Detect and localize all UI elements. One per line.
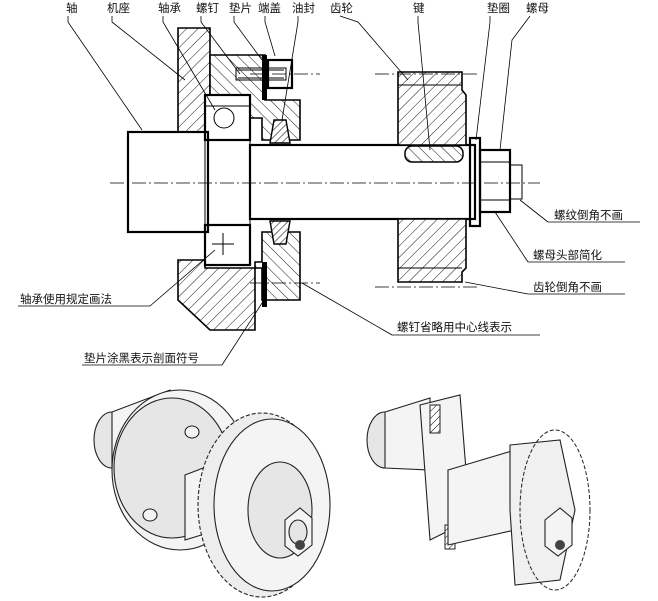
label-oil-seal: 油封 [292, 1, 315, 15]
nut [478, 148, 512, 214]
annotations: 螺纹倒角不画 螺母头部简化 齿轮倒角不画 轴承使用规定画法 螺钉省略用中心线表示… [18, 199, 640, 366]
annotation-gear-chamfer: 齿轮倒角不画 [533, 280, 602, 294]
annotation-screw-centerline: 螺钉省略用中心线表示 [397, 320, 512, 334]
label-key: 键 [413, 1, 425, 15]
label-gasket: 垫片 [229, 1, 252, 15]
annotation-bearing-rule: 轴承使用规定画法 [20, 292, 112, 306]
bearing-upper [203, 93, 252, 142]
section-view [110, 27, 540, 331]
label-screw: 螺钉 [196, 1, 219, 15]
label-housing: 机座 [107, 1, 130, 15]
key [404, 145, 464, 163]
annotation-gasket-black: 垫片涂黑表示剖面符号 [84, 351, 199, 365]
annotation-nut-head: 螺母头部简化 [533, 248, 602, 262]
label-nut: 螺母 [526, 1, 549, 15]
isometric-cutaway-view [366, 394, 591, 591]
gear-3d-right-cut [509, 429, 591, 591]
label-end-cover: 端盖 [258, 1, 281, 15]
oil-seal-lower [269, 220, 291, 245]
gear-3d-left [197, 412, 331, 598]
gasket-lower [262, 262, 267, 307]
shaft-body [126, 130, 210, 234]
bearing-lower [203, 139, 252, 267]
label-gear: 齿轮 [330, 1, 353, 15]
gasket-upper [262, 55, 267, 100]
housing-lower [177, 259, 256, 331]
annotation-thread-chamfer: 螺纹倒角不画 [554, 208, 623, 222]
gear-section-upper [397, 71, 467, 146]
label-washer: 垫圈 [487, 1, 510, 15]
isometric-assembly-view [93, 389, 331, 598]
top-labels: 轴 机座 轴承 螺钉 垫片 端盖 油封 齿轮 键 垫圈 螺母 [66, 1, 549, 151]
oil-seal-upper [269, 119, 291, 144]
label-bearing: 轴承 [158, 1, 181, 15]
label-shaft: 轴 [66, 1, 78, 15]
gear-section-lower [397, 218, 467, 283]
